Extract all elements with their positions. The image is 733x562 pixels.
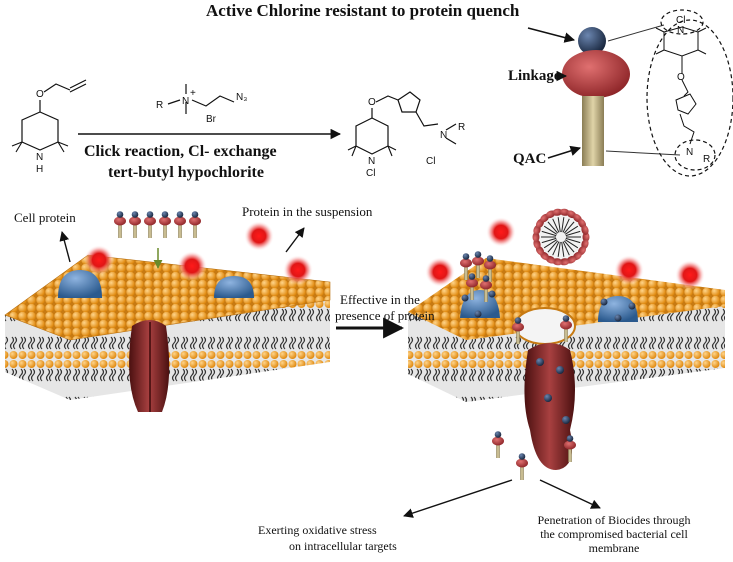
suspension-arrow [285, 227, 305, 253]
micelle-tail [563, 221, 575, 234]
reactant-n: N [36, 152, 43, 163]
micelle-tail [552, 218, 560, 233]
micelle-tail [541, 237, 557, 244]
micelle-tail [557, 217, 561, 233]
micelle-tail [547, 221, 559, 234]
figure-title: Active Chlorine resistant to protein que… [206, 1, 520, 20]
protein-suspension-label: Protein in the suspension [242, 204, 373, 219]
linkage-label: Linkage [508, 68, 561, 84]
micelle-tail [543, 225, 558, 235]
qac-label: QAC [513, 151, 547, 167]
micelle-tail [552, 241, 560, 256]
micelle-head [582, 232, 590, 242]
oxidative-label-2: on intracellular targets [289, 539, 397, 553]
structure-r: R [703, 154, 710, 165]
micelle-head [559, 258, 570, 266]
micelle-head [532, 232, 540, 242]
cell-protein-label: Cell protein [14, 210, 76, 225]
effective-label-1: Effective in the [340, 292, 420, 307]
reaction-condition-1: Click reaction, Cl- exchange [84, 143, 277, 160]
reagent-plus: + [190, 88, 196, 99]
micelle-tail [562, 241, 570, 256]
product-structure: O N Cl N R Cl [347, 91, 465, 179]
penetrating-channel [524, 343, 575, 470]
reagent-n: N [182, 96, 189, 107]
reaction-condition-2: tert-butyl hypochlorite [108, 164, 264, 181]
product-n: N [368, 156, 375, 167]
structure-cl: Cl [676, 15, 685, 26]
right-protein-2 [598, 296, 638, 322]
reagent-br: Br [206, 114, 217, 125]
right-protein-1 [460, 290, 500, 318]
structure-n-plus: N [686, 147, 693, 158]
effective-label-2: presence of protein [335, 308, 435, 323]
micelle-head [552, 208, 563, 216]
micelle-tail [564, 239, 579, 249]
protein-dot-icon [84, 221, 313, 285]
biocide-molecule-icon [527, 24, 681, 166]
product-o: O [368, 97, 376, 108]
left-protein-1 [58, 270, 102, 298]
oxidative-label-1: Exerting oxidative stress [258, 523, 377, 537]
micelle-tail [562, 218, 570, 233]
penetration-label-1: Penetration of Biocides through [537, 513, 691, 527]
protein-dots-right [425, 217, 705, 290]
micelle-tail [557, 241, 561, 257]
micelle-tail [565, 237, 581, 244]
micelle-icon [532, 208, 590, 266]
reagent-n3: N₃ [236, 92, 247, 103]
micelle-head [581, 225, 589, 235]
penetration-label: Penetration of Biocides through the comp… [516, 513, 712, 555]
biocide-molecules-top [114, 211, 201, 238]
membrane-channel-icon [129, 320, 170, 412]
micelle-tail [564, 225, 579, 235]
micelle-tail [547, 240, 559, 253]
reactant-h: H [36, 164, 43, 175]
penetration-label-2: the compromised bacterial cell [540, 526, 688, 541]
product-r: R [458, 122, 465, 133]
product-cl-ion: Cl [426, 156, 435, 167]
oxidative-arrow [403, 479, 513, 518]
reactant-o: O [36, 89, 44, 100]
product-n-plus: N [440, 130, 447, 141]
micelle-tail [561, 241, 565, 257]
micelle-tail [561, 217, 565, 233]
micelle-tail [563, 240, 575, 253]
penetration-label-3: membrane [588, 540, 640, 555]
reagent-structure: R N + Br N₃ [156, 84, 247, 125]
biocide-attached [461, 290, 636, 322]
structure-n: N [677, 25, 684, 36]
cell-protein-arrow [59, 231, 71, 263]
structure-o: O [677, 72, 685, 83]
micelle-tail [543, 239, 558, 249]
penetration-arrow [539, 479, 601, 509]
product-cl: Cl [366, 168, 375, 179]
micelle-tail [541, 230, 557, 237]
left-protein-2 [214, 276, 254, 298]
pendant-structure: Cl N O N R [646, 9, 733, 177]
reactant-structure: O N H [11, 79, 87, 175]
reagent-r: R [156, 100, 163, 111]
micelle-tail [565, 230, 581, 237]
